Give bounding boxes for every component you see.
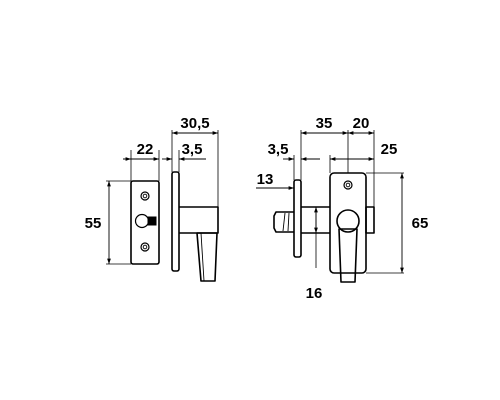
- right-dim-25: 25: [381, 141, 398, 158]
- right-handle-lever: [338, 228, 358, 283]
- right-spindle-detail-2: [287, 212, 290, 232]
- right-dim-13: 13: [257, 171, 274, 188]
- left-back-plate: [130, 180, 160, 265]
- left-dim-22: 22: [137, 141, 154, 158]
- left-view: 30,5 22 3,5 55: [85, 115, 219, 282]
- left-shaft: [179, 206, 219, 234]
- right-dim-35: 35: [316, 115, 333, 132]
- right-dim-16: 16: [306, 285, 323, 302]
- left-spindle-hole: [134, 213, 150, 229]
- right-spindle: [273, 211, 294, 233]
- right-rose: [293, 179, 302, 258]
- right-top-screw-hole-inner: [345, 182, 351, 188]
- left-dim-3-5: 3,5: [182, 141, 203, 158]
- left-handle: [196, 232, 218, 282]
- right-dim-20: 20: [353, 115, 370, 132]
- left-spindle-slot: [147, 216, 157, 226]
- left-dim-30-5: 30,5: [180, 115, 209, 132]
- left-handle-edge: [200, 232, 205, 282]
- left-rose: [171, 171, 180, 272]
- left-bottom-screw-hole: [140, 242, 150, 252]
- right-view: 35 20 3,5 25 13 65 16: [256, 115, 428, 302]
- right-handle-knob: [336, 209, 360, 233]
- right-top-screw-hole: [343, 180, 353, 190]
- left-dim-55: 55: [85, 215, 102, 232]
- left-top-screw-hole-inner: [142, 193, 148, 199]
- right-stem: [365, 206, 375, 234]
- right-spindle-detail-1: [282, 212, 286, 232]
- left-top-screw-hole: [140, 191, 150, 201]
- right-dim-65: 65: [412, 215, 429, 232]
- right-dim-3-5: 3,5: [268, 141, 289, 158]
- left-bottom-screw-hole-inner: [142, 244, 148, 250]
